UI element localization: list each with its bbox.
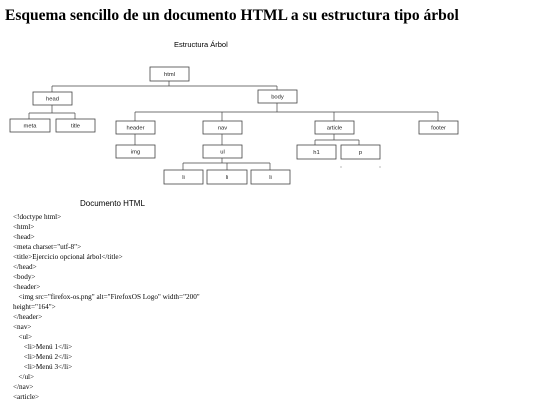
tree-node-ul: ul (202, 144, 243, 159)
node-label-li-2: li (226, 175, 229, 181)
node-label-ul: ul (220, 150, 225, 156)
code-line: </head> (13, 263, 37, 271)
code-line: <header> (13, 283, 41, 291)
code-line: </header> (13, 313, 43, 321)
node-label-header: header (126, 126, 144, 132)
code-line: <title>Ejercicio opcional árbol</title> (13, 253, 123, 261)
tree-node-li-3: li (250, 169, 291, 185)
decorative-dot (379, 166, 381, 168)
code-line: <li>Menú 1</li> (13, 343, 73, 351)
code-line: <li>Menú 3</li> (13, 363, 73, 371)
tree-node-footer: footer (418, 120, 459, 135)
tree-node-p: p (340, 144, 381, 160)
tree-node-body: body (257, 89, 298, 104)
node-label-li-3: li (269, 175, 272, 181)
tree-node-html: html (149, 66, 190, 82)
code-line: <body> (13, 273, 36, 281)
tree-node-li-2: li (206, 169, 248, 185)
code-line: <nav> (13, 323, 32, 331)
code-line: <meta charset="utf-8"> (13, 243, 82, 251)
node-label-head: head (46, 97, 59, 103)
code-line: </nav> (13, 383, 34, 391)
tree-diagram: Estructura Árbol (9, 40, 459, 185)
tree-node-h1: h1 (296, 144, 337, 160)
node-label-p: p (359, 150, 362, 156)
code-line: <html> (13, 223, 35, 231)
tree-node-li-1: li (163, 169, 204, 185)
tree-node-title: title (55, 118, 96, 133)
document-caption: Documento HTML (80, 199, 145, 208)
tree-node-head: head (32, 91, 73, 106)
node-label-html: html (164, 72, 175, 78)
node-label-footer: footer (431, 126, 446, 132)
tree-node-article: article (314, 120, 355, 135)
code-line: <!doctype html> (13, 213, 62, 221)
page-title: Esquema sencillo de un documento HTML a … (5, 7, 459, 24)
node-label-h1: h1 (313, 150, 319, 156)
node-label-nav: nav (218, 126, 227, 132)
tree-node-img: img (115, 144, 156, 159)
node-label-article: article (327, 126, 342, 132)
code-line: <img src="firefox-os.png" alt="FirefoxOS… (13, 293, 200, 301)
code-line: <ul> (13, 333, 33, 341)
code-line: <li>Menú 2</li> (13, 353, 73, 361)
tree-node-nav: nav (202, 120, 243, 135)
node-label-body: body (271, 95, 284, 101)
code-line: </ul> (13, 373, 35, 381)
html-code-listing: <!doctype html> <html> <head> <meta char… (13, 212, 200, 402)
code-line: height="164"> (13, 303, 56, 311)
code-line: <head> (13, 233, 35, 241)
node-label-li-1: li (182, 175, 185, 181)
tree-edges (28, 81, 439, 170)
tree-caption: Estructura Árbol (174, 40, 228, 49)
decorative-dot (340, 166, 342, 168)
tree-node-header: header (115, 120, 156, 135)
node-label-img: img (131, 150, 140, 156)
node-label-meta: meta (24, 124, 38, 130)
node-label-title: title (71, 124, 80, 130)
tree-node-meta: meta (9, 118, 51, 133)
code-line: <article> (13, 393, 40, 401)
